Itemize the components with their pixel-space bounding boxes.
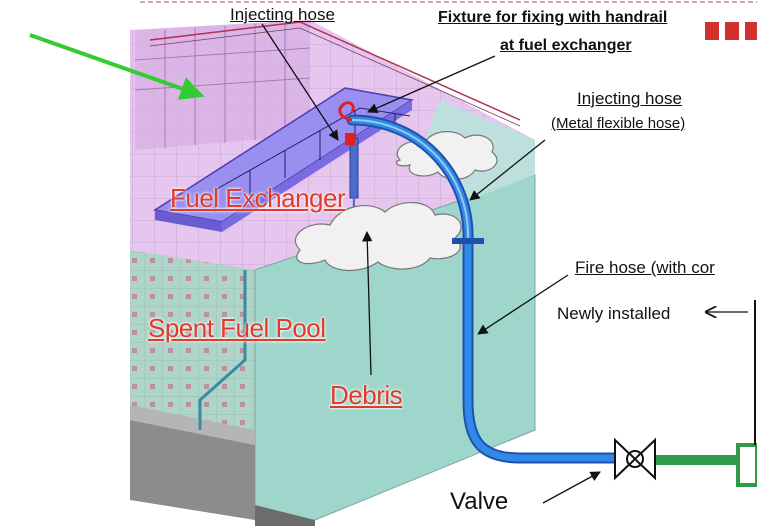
- hose-coupling: [452, 238, 484, 244]
- label-valve: Valve: [450, 488, 509, 515]
- callout-valve: [542, 471, 601, 504]
- label-fuel-exchanger: Fuel Exchanger: [170, 183, 346, 213]
- valve-symbol: [614, 437, 656, 481]
- label-metal-flexible-hose: (Metal flexible hose): [551, 115, 686, 132]
- label-spent-fuel-pool: Spent Fuel Pool: [148, 313, 326, 343]
- callout-injecting-hose-top: [261, 23, 339, 141]
- handrail: [214, 107, 411, 212]
- top-rail: [149, 21, 521, 121]
- inner-pipe: [198, 270, 247, 430]
- label-injecting-hose-top: Injecting hose: [230, 5, 335, 24]
- callout-injecting-hose-right: [469, 139, 546, 201]
- label-fixture-line2: at fuel exchanger: [500, 37, 632, 54]
- label-injecting-hose-right: Injecting hose: [577, 89, 682, 108]
- wall-panels: [134, 22, 311, 148]
- pool-floor: [130, 250, 255, 445]
- fire-hose-flange: [736, 443, 757, 487]
- pool-base: [130, 420, 255, 520]
- label-fixture-line1: Fixture for fixing with handrail: [438, 9, 668, 26]
- callout-fire-hose: [477, 274, 569, 335]
- label-fire-hose: Fire hose (with cor: [575, 258, 715, 277]
- red-marks-top-right: [705, 22, 757, 40]
- label-newly-installed: Newly installed: [557, 304, 671, 323]
- hose-fixture-marker: [345, 133, 355, 145]
- label-debris: Debris: [330, 380, 403, 410]
- green-indicator-arrow: [29, 33, 205, 100]
- callout-lines: [261, 23, 748, 504]
- fuel-exchanger-side: [155, 210, 222, 232]
- callout-fixture: [367, 55, 496, 113]
- fire-hose-pipe: [656, 455, 738, 465]
- back-wall: [135, 20, 310, 150]
- callout-debris: [362, 230, 373, 376]
